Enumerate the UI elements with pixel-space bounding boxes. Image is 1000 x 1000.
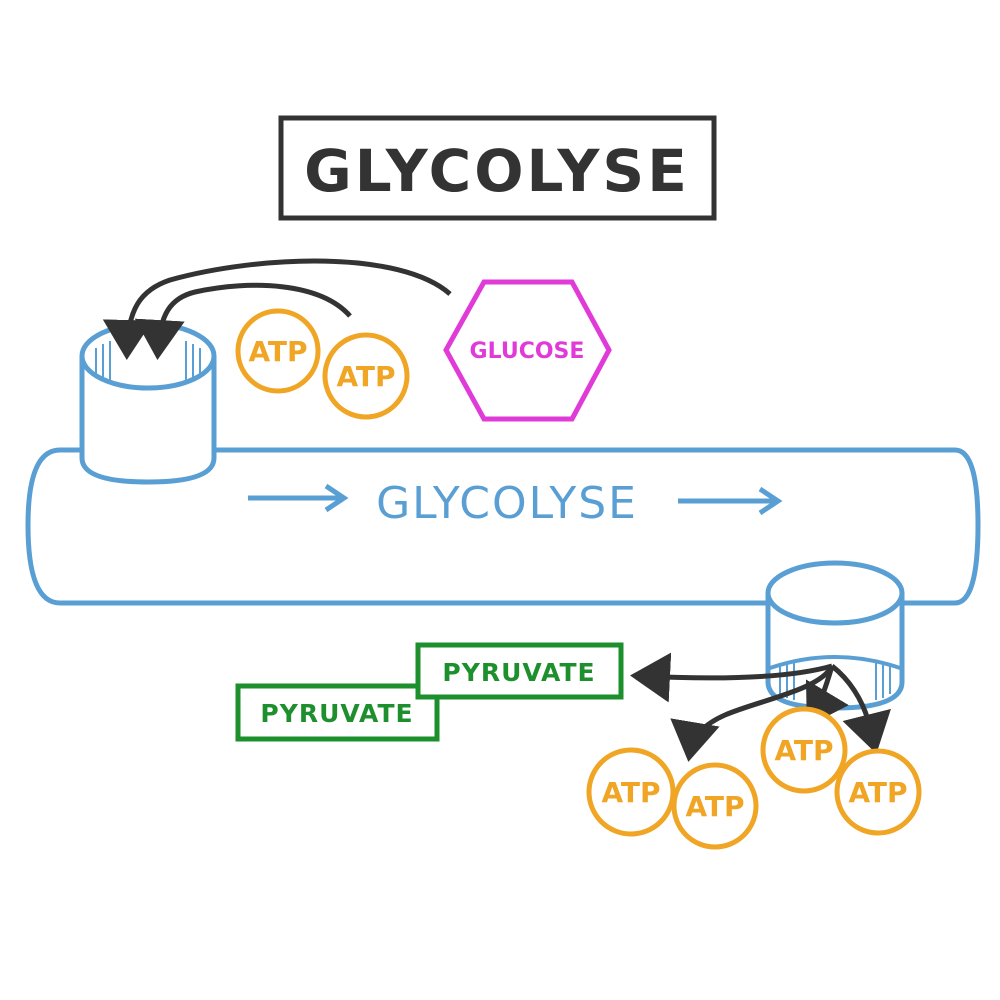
atp-molecule: ATP	[671, 762, 759, 850]
outlet-cylinder	[765, 560, 905, 711]
pyruvate-molecule: PYRUVATE	[415, 642, 624, 700]
pyruvate-label: PYRUVATE	[260, 699, 413, 728]
right-arrow-icon	[678, 486, 783, 516]
inlet-cylinder	[79, 321, 217, 485]
pyruvate-molecule: PYRUVATE	[235, 683, 440, 742]
pyruvate-label: PYRUVATE	[442, 658, 595, 687]
glucose-molecule: GLUCOSE	[443, 279, 612, 422]
glycolysis-tube: GLYCOLYSE	[25, 447, 981, 606]
tube-label: GLYCOLYSE	[376, 478, 638, 529]
atp-label: ATP	[248, 335, 307, 368]
curved-arrow-icon	[102, 258, 452, 360]
atp-label: ATP	[848, 776, 907, 809]
atp-molecule: ATP	[834, 748, 922, 836]
atp-label: ATP	[774, 734, 833, 767]
atp-label: ATP	[336, 360, 395, 393]
atp-molecule: ATP	[235, 308, 321, 394]
curved-arrow-icon	[630, 652, 891, 762]
atp-molecule: ATP	[322, 332, 410, 420]
atp-molecule: ATP	[586, 747, 676, 837]
atp-molecule: ATP	[760, 706, 848, 794]
title-box: GLYCOLYSE	[278, 115, 717, 221]
right-arrow-icon	[248, 483, 349, 513]
atp-label: ATP	[601, 776, 660, 809]
page-title: GLYCOLYSE	[304, 137, 690, 205]
atp-label: ATP	[685, 790, 744, 823]
glucose-label: GLUCOSE	[470, 339, 585, 364]
